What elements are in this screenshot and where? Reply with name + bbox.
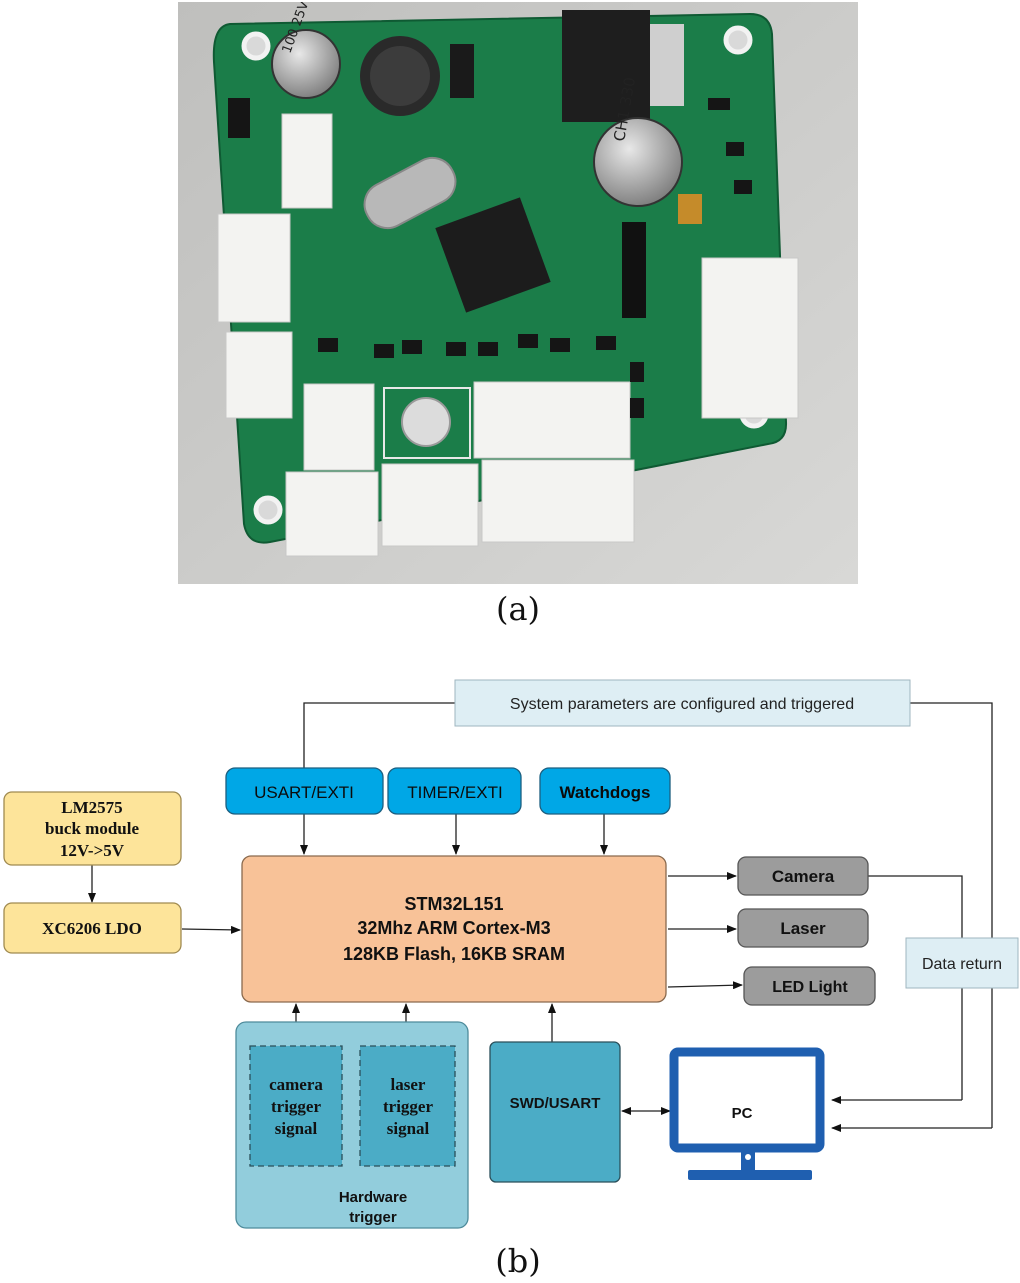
lm2575-line2: buck module <box>45 819 139 838</box>
watchdogs-label: Watchdogs <box>560 783 651 802</box>
lm2575-line3: 12V->5V <box>60 841 125 860</box>
led-light-label: LED Light <box>772 979 848 996</box>
laser-trigger-line1: laser <box>391 1075 426 1094</box>
camera-trigger-line1: camera <box>269 1075 323 1094</box>
ldo-label: XC6206 LDO <box>42 919 142 938</box>
mcu-box <box>241 855 667 1003</box>
hardware-trigger-line1: Hardware <box>339 1189 407 1206</box>
camera-trigger-line2: trigger <box>271 1097 321 1116</box>
mcu-line1: STM32L151 <box>404 894 503 914</box>
pc-label: PC <box>732 1105 753 1122</box>
camera-trigger-line3: signal <box>275 1119 318 1138</box>
camera-box <box>737 856 869 896</box>
laser-trigger-box <box>359 1045 456 1167</box>
data-return-label: Data return <box>922 956 1002 973</box>
lm2575-line1: LM2575 <box>61 798 122 817</box>
usart-exti-box <box>225 767 384 815</box>
timer-exti-label: TIMER/EXTI <box>407 783 502 802</box>
mcu-line3: 128KB Flash, 16KB SRAM <box>343 944 565 964</box>
caption-a: (a) <box>495 590 541 628</box>
swd-usart-box <box>489 1041 621 1183</box>
camera-trigger-box <box>249 1045 343 1167</box>
laser-trigger-line2: trigger <box>383 1097 433 1116</box>
led-light-box <box>743 966 876 1006</box>
laser-trigger-line3: signal <box>387 1119 430 1138</box>
caption-b: (b) <box>495 1242 541 1280</box>
config-box-label: System parameters are configured and tri… <box>510 696 854 713</box>
pc-monitor-icon <box>669 1047 825 1180</box>
mcu-line2: 32Mhz ARM Cortex-M3 <box>357 918 550 938</box>
timer-exti-box <box>387 767 522 815</box>
lm2575-box <box>3 791 182 866</box>
data-return-box <box>905 937 1019 989</box>
laser-box <box>737 908 869 948</box>
watchdogs-box <box>539 767 671 815</box>
laser-label: Laser <box>780 919 826 938</box>
camera-label: Camera <box>772 867 835 886</box>
config-box <box>454 679 911 727</box>
pcb-photo: 100 25V CH1 330 <box>178 2 858 584</box>
swd-usart-label: SWD/USART <box>510 1095 601 1112</box>
usart-exti-label: USART/EXTI <box>254 783 354 802</box>
hardware-trigger-line2: trigger <box>349 1209 397 1226</box>
ldo-box <box>3 902 182 954</box>
